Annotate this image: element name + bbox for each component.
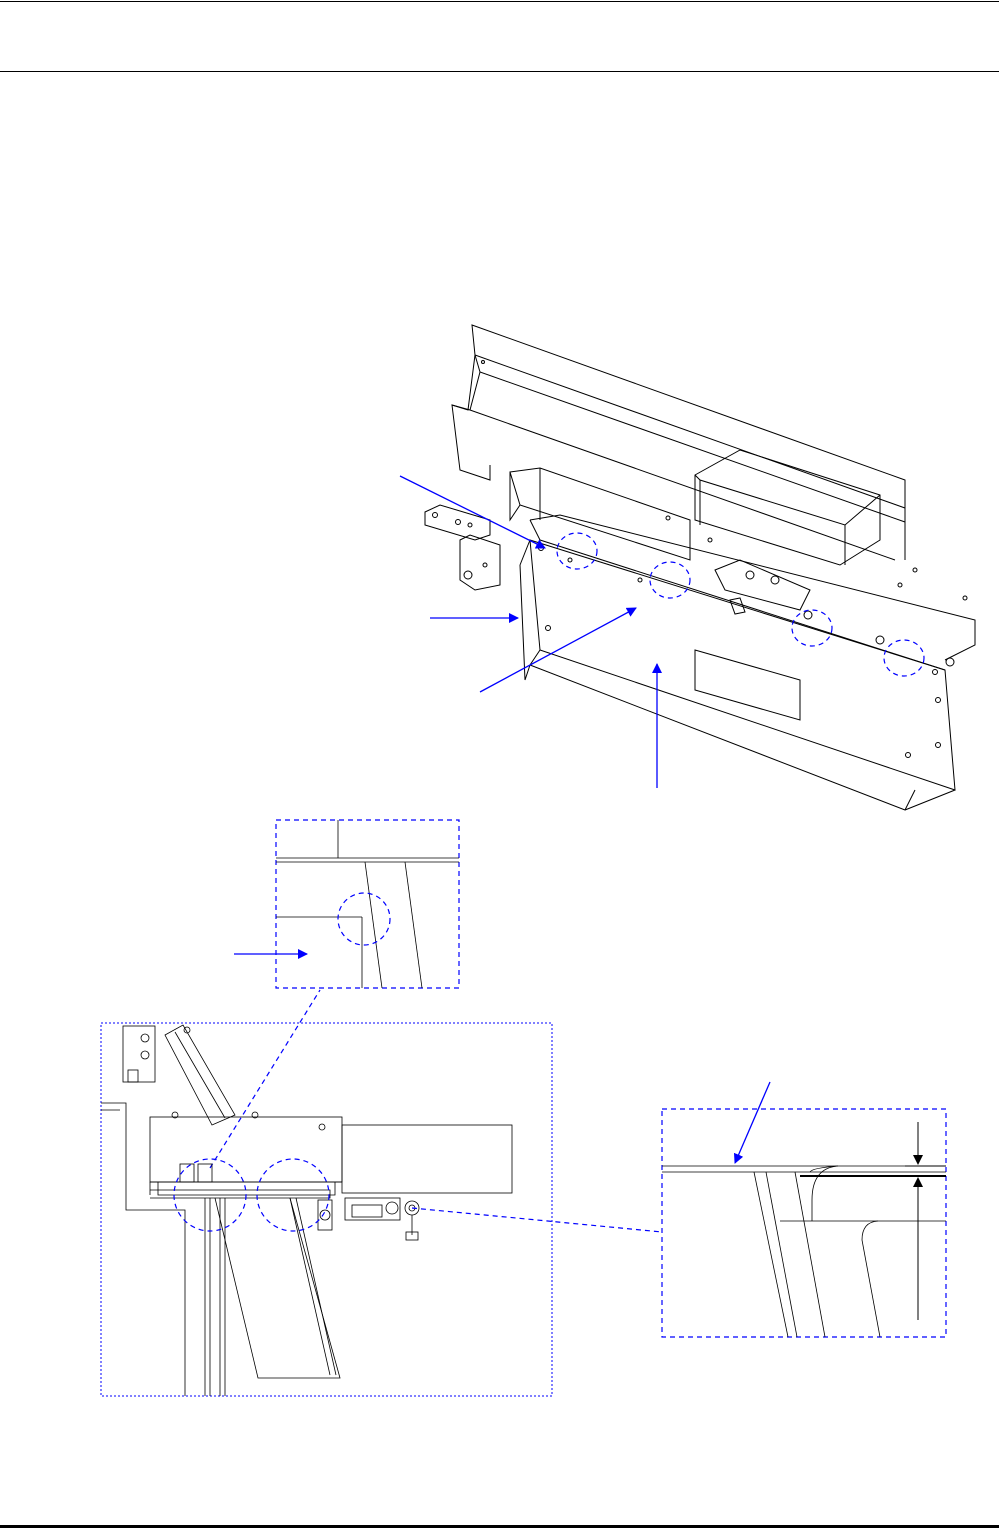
- detail-top: [234, 820, 459, 988]
- callout-arrow: [480, 608, 636, 692]
- detail-circle: [338, 893, 390, 945]
- section-view: [101, 1023, 552, 1396]
- detail-circle: [884, 640, 924, 676]
- detail-right: [662, 1082, 946, 1337]
- detail-leader: [412, 1208, 662, 1232]
- detail-circle: [650, 562, 690, 598]
- callout-arrow: [735, 1082, 770, 1163]
- detail-frame: [276, 820, 459, 988]
- isometric-view: [425, 325, 975, 810]
- section-frame: [101, 1023, 552, 1396]
- callout-arrow: [400, 476, 545, 548]
- isometric-callout-arrows: [400, 476, 657, 788]
- detail-leader: [210, 990, 320, 1168]
- footer-rule: [0, 1525, 999, 1528]
- detail-circle: [557, 533, 597, 569]
